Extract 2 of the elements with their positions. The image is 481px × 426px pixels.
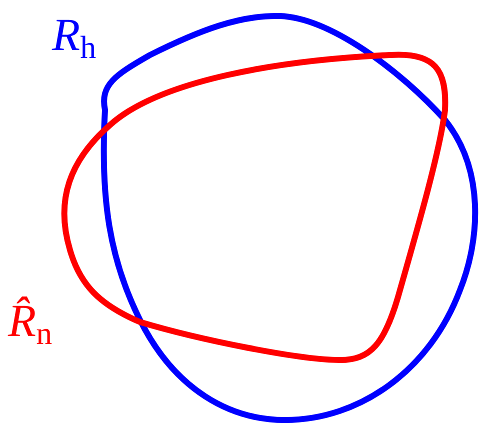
curve-label: R̂$_{n}$ (8, 298, 52, 349)
curve-label: R$_{h}$ (52, 12, 96, 63)
